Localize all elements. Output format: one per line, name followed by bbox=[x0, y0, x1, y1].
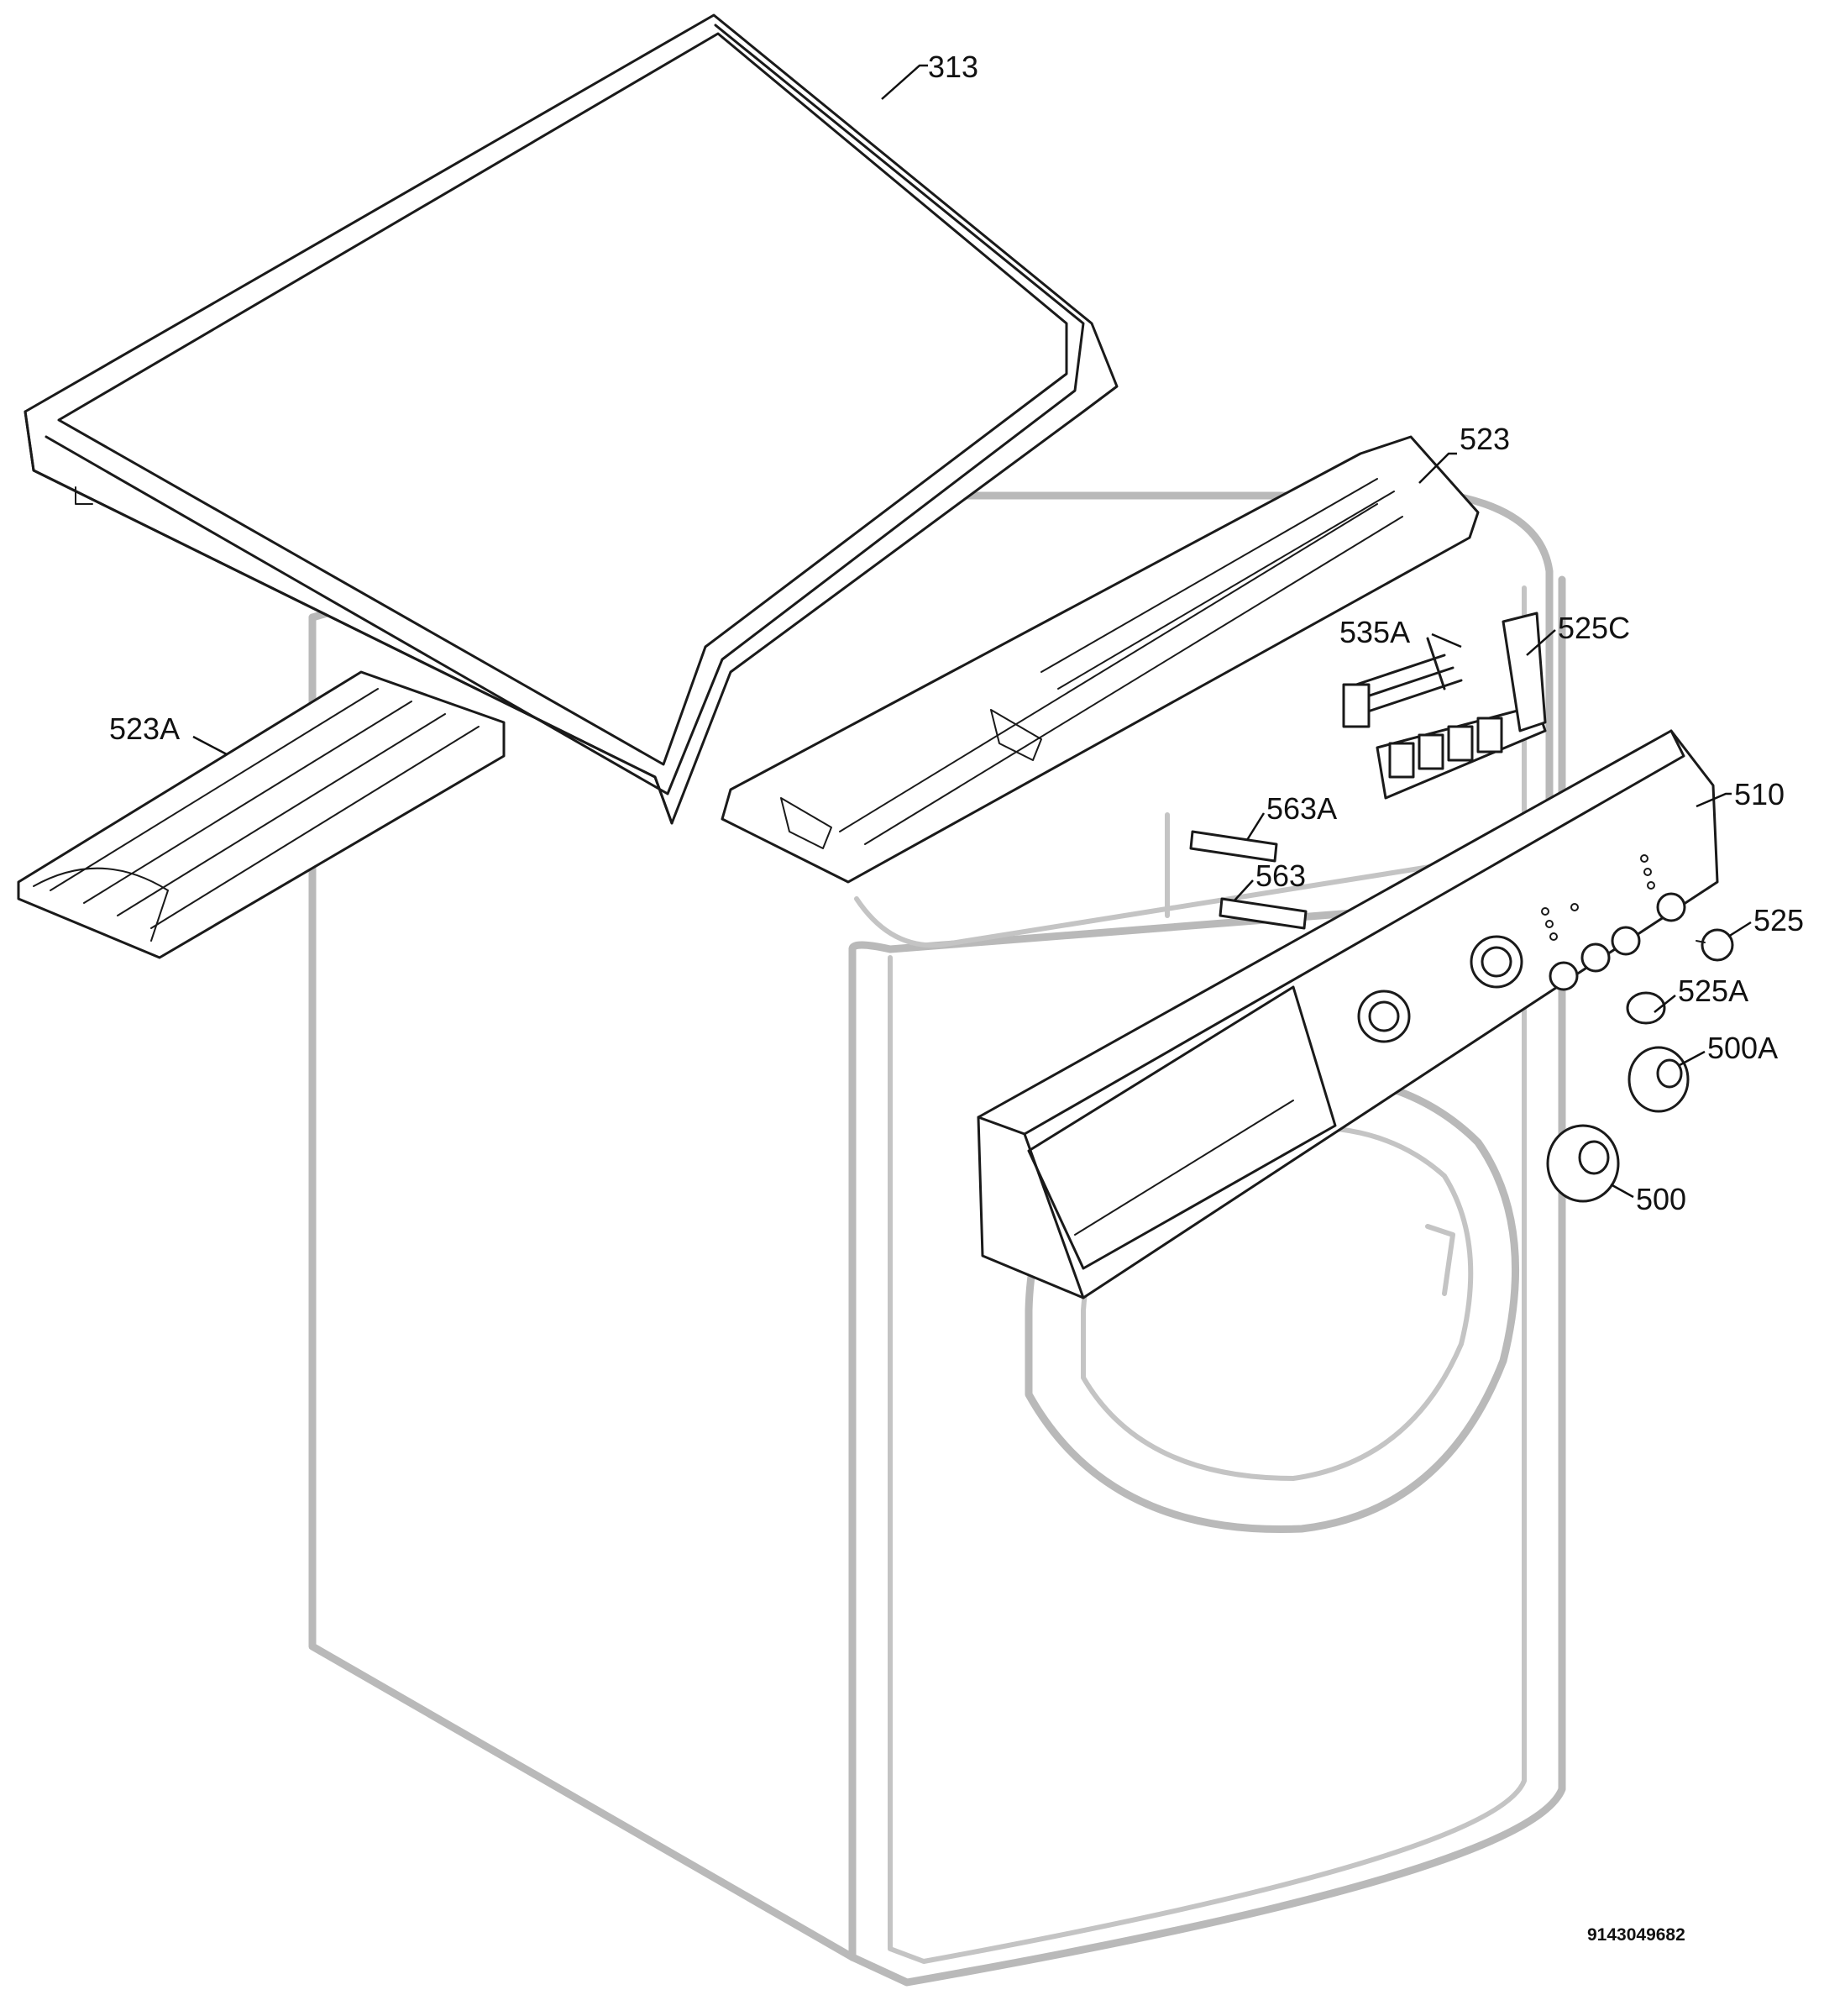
indicator-led-7 bbox=[1647, 881, 1655, 890]
bracket-523 bbox=[721, 435, 1480, 884]
label-510: 510 bbox=[1734, 777, 1785, 811]
knob-500A-grip bbox=[1656, 1058, 1683, 1089]
knob-525-body bbox=[1701, 928, 1734, 962]
module-525C-cell-1 bbox=[1388, 742, 1415, 779]
label-500: 500 bbox=[1636, 1182, 1686, 1216]
knob-525A-body bbox=[1626, 991, 1666, 1025]
indicator-led-6 bbox=[1643, 868, 1652, 876]
label-535A: 535A bbox=[1339, 615, 1410, 649]
push-button-2 bbox=[1580, 942, 1611, 973]
part-labels: 313 523 523A 535A 525C 563A 510 563 525 … bbox=[109, 50, 1804, 1216]
knob-500-grip bbox=[1578, 1140, 1610, 1175]
rail-523A-groove-3 bbox=[117, 713, 446, 916]
bracket-523-slot-2 bbox=[864, 516, 1403, 845]
knob-seat-right-inner bbox=[1481, 946, 1512, 978]
push-button-4 bbox=[1656, 892, 1686, 922]
rail-523A-groove-4 bbox=[150, 726, 480, 929]
label-523A: 523A bbox=[109, 711, 180, 746]
indicator-led-1 bbox=[1541, 907, 1549, 916]
leader-523A bbox=[192, 735, 228, 756]
indicator-led-5 bbox=[1640, 854, 1648, 863]
electronic-module-525C bbox=[1376, 612, 1547, 800]
indicator-led-4 bbox=[1570, 903, 1579, 911]
leader-535A bbox=[1431, 633, 1462, 648]
bracket-523-frame bbox=[721, 435, 1480, 884]
worktop-hook bbox=[75, 486, 93, 505]
leader-525A bbox=[1654, 995, 1676, 1013]
indicator-led-3 bbox=[1549, 932, 1558, 941]
leader-500A bbox=[1679, 1050, 1706, 1067]
control-panel-510-top-edge bbox=[977, 729, 1685, 1136]
control-panel-510 bbox=[977, 729, 1719, 1299]
label-500A: 500A bbox=[1707, 1031, 1778, 1065]
bracket-523-slot-3 bbox=[1040, 478, 1378, 673]
label-563A: 563A bbox=[1266, 791, 1337, 826]
leader-563 bbox=[1234, 879, 1254, 901]
module-525C-cell-4 bbox=[1476, 717, 1503, 753]
label-525C: 525C bbox=[1558, 611, 1630, 645]
detergent-drawer-handle bbox=[1074, 1100, 1294, 1236]
drawing-number: 9143049682 bbox=[1587, 1925, 1685, 1945]
label-563: 563 bbox=[1255, 858, 1306, 893]
rail-523A-groove-2 bbox=[83, 701, 412, 904]
control-panel-510-body bbox=[977, 729, 1719, 1299]
rear-rail-523A bbox=[17, 670, 506, 959]
leader-313 bbox=[881, 64, 928, 100]
leader-563A bbox=[1245, 812, 1266, 841]
label-313: 313 bbox=[928, 50, 978, 84]
worktop-lip bbox=[24, 410, 674, 825]
worktop-edge bbox=[854, 846, 1548, 948]
module-525C-riser bbox=[1502, 612, 1547, 732]
leader-525C bbox=[1526, 629, 1556, 656]
cabinet-front bbox=[848, 575, 1566, 1987]
bracket-523-slot-4 bbox=[1057, 491, 1395, 690]
knob-525-shaft bbox=[1696, 940, 1706, 943]
cabinet-front-inner bbox=[888, 585, 1527, 1964]
pin-563A-body bbox=[1189, 830, 1278, 863]
push-button-1 bbox=[1549, 961, 1579, 991]
module-525C-cell-2 bbox=[1418, 733, 1444, 770]
bracket-523-slot-1 bbox=[839, 503, 1378, 832]
door-hinge bbox=[1425, 1224, 1455, 1296]
leader-523 bbox=[1418, 452, 1457, 484]
knob-500 bbox=[1546, 1124, 1620, 1203]
pin-563-body bbox=[1219, 897, 1308, 930]
leader-510 bbox=[1696, 792, 1732, 808]
knob-seat-left-inner bbox=[1368, 1000, 1400, 1032]
module-525C-cell-3 bbox=[1447, 725, 1474, 762]
worktop-inner-bevel bbox=[45, 24, 1085, 795]
connector-535A-block bbox=[1342, 683, 1371, 728]
worktop-313 bbox=[24, 13, 1119, 825]
detergent-drawer bbox=[1027, 985, 1337, 1270]
label-523: 523 bbox=[1460, 422, 1510, 456]
knob-525 bbox=[1696, 928, 1734, 962]
label-525A: 525A bbox=[1678, 974, 1748, 1008]
knob-seat-right bbox=[1470, 935, 1523, 989]
knob-500A bbox=[1627, 1046, 1690, 1113]
pin-563A bbox=[1189, 830, 1278, 863]
leader-525 bbox=[1727, 921, 1752, 938]
knob-seat-left bbox=[1357, 990, 1411, 1043]
connector-535A-wires bbox=[1342, 637, 1463, 716]
knob-525A bbox=[1626, 991, 1666, 1025]
pin-563 bbox=[1219, 897, 1308, 930]
rail-523A-groove-1 bbox=[50, 688, 379, 891]
worktop-inner-panel bbox=[57, 32, 1068, 766]
leader-500 bbox=[1610, 1183, 1634, 1199]
rail-523A-body bbox=[17, 670, 506, 959]
rail-523A-end-cap bbox=[33, 867, 169, 942]
label-525: 525 bbox=[1753, 903, 1804, 937]
leader-lines bbox=[192, 64, 1752, 1199]
bracket-523-clip bbox=[780, 797, 832, 849]
connector-535A bbox=[1342, 637, 1463, 728]
bracket-523-clip-2 bbox=[990, 709, 1042, 761]
push-button-3 bbox=[1611, 926, 1641, 956]
indicator-led-2 bbox=[1545, 920, 1554, 928]
